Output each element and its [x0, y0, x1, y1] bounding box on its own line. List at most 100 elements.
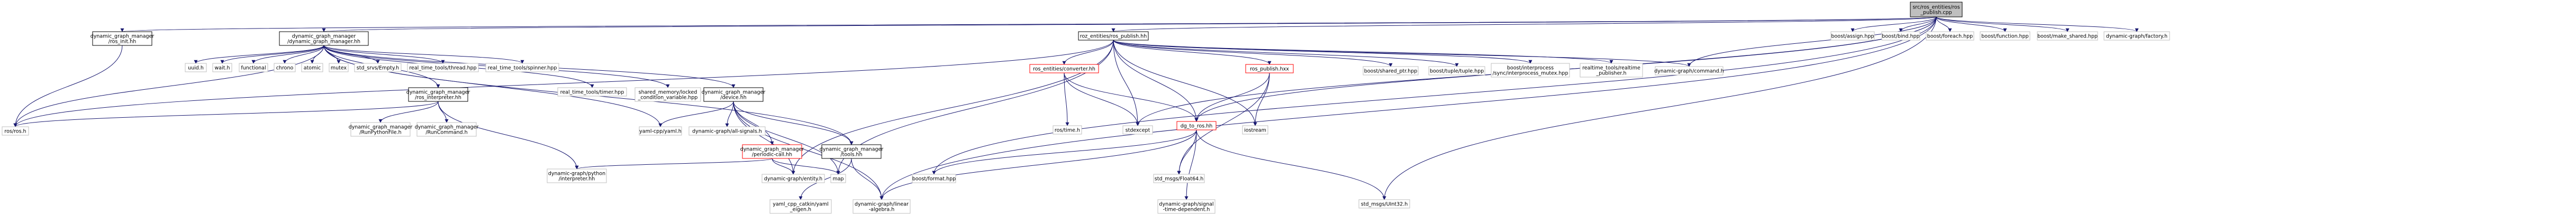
- graph-node-boost_shared_ptr: boost/shared_ptr.hpp: [1363, 66, 1419, 76]
- graph-node-ros_interpreter_hh[interactable]: dynamic_graph_manager/ros_interpreter.hh: [406, 87, 470, 102]
- include-edge: [1113, 40, 1613, 64]
- nodes-layer: src/ros_entities/ros_publish.cpp roz_enti…: [2, 2, 2170, 214]
- node-box: [1157, 199, 1216, 214]
- include-edge: [851, 158, 884, 200]
- node-box: [852, 199, 911, 214]
- node-box: [1363, 66, 1419, 76]
- include-edge: [733, 101, 840, 175]
- node-box: [1655, 66, 1724, 76]
- include-edge: [1936, 16, 2070, 32]
- node-label-line: iostream: [1244, 128, 1266, 134]
- node-label-line: dynamic_graph_manager: [820, 147, 884, 153]
- graph-node-dg_command: dynamic-graph/command.h: [1654, 66, 1724, 76]
- node-box: [354, 63, 402, 72]
- edge-ros_publish_cpp-to-ros_init_hh: [121, 16, 1937, 32]
- include-edge: [932, 129, 1197, 175]
- graph-node-ros_publish_hh[interactable]: roz_entities/ros_publish.hh: [1078, 31, 1149, 41]
- graph-node-wait_h: wait.h: [212, 63, 232, 72]
- node-box: [1910, 2, 1963, 17]
- include-edge: [283, 45, 324, 64]
- node-box: [350, 122, 411, 137]
- graph-node-signal_time_dependent: dynamic-graph/signal-time-dependent.h: [1157, 199, 1216, 214]
- node-label-line: stdexcept: [1126, 128, 1150, 134]
- include-edge: [13, 101, 439, 127]
- node-label-line: /tools.hh: [840, 152, 862, 158]
- edge-device_hh-to-linear_algebra: [733, 101, 884, 200]
- node-label-line: /device.hh: [720, 95, 746, 101]
- edge-ros_hh-to-iostream: [1253, 72, 1270, 126]
- include-edge: [323, 45, 524, 64]
- graph-node-rt_spinner: real_time_tools/spinner.hpp: [485, 63, 559, 72]
- graph-node-ros_publish_cpp[interactable]: src/ros_entities/ros_publish.cpp: [1910, 2, 1963, 17]
- node-label-line: shared_memory/locked: [639, 90, 697, 96]
- node-box: [239, 63, 268, 72]
- edge-ros_publish_hh-to-boost_interprocess: [1113, 40, 1532, 64]
- include-edge: [1196, 129, 1386, 200]
- node-label-line: _publisher.h: [1596, 71, 1627, 77]
- include-edge: [733, 101, 884, 200]
- include-edge: [1936, 16, 2139, 32]
- edge-dgm_hh-to-atomic: [310, 45, 324, 64]
- node-label-line: /periodic-call.hh: [752, 152, 792, 158]
- node-label-line: yaml-cpp/yaml.h: [639, 129, 682, 135]
- node-box: [329, 63, 349, 72]
- graph-node-device_hh[interactable]: dynamic_graph_manager/device.hh: [702, 87, 766, 102]
- node-box: [639, 126, 682, 136]
- edge-ros_publish_hh-to-stdexcept: [1113, 40, 1140, 126]
- node-box: [1491, 63, 1570, 78]
- node-label-line: dynamic-graph/python: [548, 171, 605, 177]
- edge-device_hh-to-entity_h: [733, 101, 795, 175]
- graph-node-periodic_call_hh[interactable]: dynamic_graph_manager/periodic-call.hh: [740, 144, 804, 159]
- edge-ros_interpreter_hh-to-ros_h: [13, 101, 439, 127]
- include-edge: [1194, 72, 1270, 122]
- graph-node-ros_init_hh[interactable]: dynamic_graph_manager/ros_init.hh: [90, 31, 155, 46]
- node-label-line: /RunPythonFile.h: [359, 130, 401, 136]
- graph-node-entity_h: dynamic-graph/entity.h: [761, 174, 825, 183]
- graph-node-tools_hh[interactable]: dynamic_graph_manager/tools.hh: [820, 144, 884, 159]
- graph-node-converter_hh[interactable]: ros_entities/converter.hh: [1029, 64, 1099, 73]
- include-edge: [438, 101, 449, 123]
- edge-tools_hh-to-yaml_eigen: [799, 158, 852, 200]
- graph-node-boost_foreach: boost/foreach.hpp: [1926, 31, 1974, 41]
- include-edge: [879, 129, 1197, 200]
- node-box: [1242, 125, 1268, 135]
- node-label-line: src/ros_entities/ros: [1912, 5, 1960, 11]
- node-label-line: ros/ros.h: [4, 129, 26, 135]
- node-label-line: boost/bind.hpp: [1882, 34, 1919, 40]
- node-label-line: dynamic_graph_manager: [90, 34, 155, 40]
- edge-ros_publish_cpp-to-dg_factory: [1936, 16, 2139, 32]
- node-label-line: wait.h: [215, 65, 230, 71]
- node-box: [1580, 63, 1643, 78]
- graph-node-run_command: dynamic_graph_manager/RunCommand.h: [415, 122, 479, 137]
- include-edge: [1382, 16, 1937, 200]
- node-label-line: dynamic-graph/signal: [1159, 202, 1213, 208]
- node-label-line: _publish.cpp: [1920, 10, 1952, 16]
- graph-node-ros_hh[interactable]: ros_publish.hxx: [1245, 64, 1294, 73]
- node-box: [703, 87, 764, 102]
- edge-ros_publish_hh-to-dg_to_ros_hh: [1113, 40, 1199, 122]
- node-box: [1029, 64, 1099, 73]
- include-edge: [1113, 40, 1393, 67]
- node-box: [301, 63, 323, 72]
- node-label-line: functional: [241, 65, 266, 71]
- node-label-line: ros_publish.hxx: [1250, 67, 1289, 72]
- include-edge: [733, 101, 854, 145]
- node-label-line: dynamic_graph_manager: [415, 125, 479, 130]
- node-label-line: atomic: [304, 65, 321, 71]
- include-edge: [13, 40, 1114, 127]
- node-label-line: /interpreter.hh: [559, 176, 595, 182]
- graph-node-dgm_hh[interactable]: dynamic_graph_manager/dynamic_graph_mana…: [279, 31, 369, 46]
- include-edge: [1184, 129, 1197, 200]
- node-box: [821, 144, 882, 159]
- node-box: [2037, 31, 2098, 41]
- graph-node-boost_bind: boost/bind.hpp: [1881, 31, 1920, 41]
- include-edge: [725, 101, 734, 127]
- node-label-line: /sync/interprocess_mutex.hpp: [1492, 71, 1568, 77]
- node-box: [1358, 199, 1410, 209]
- edge-ros_publish_cpp-to-dg_command: [1687, 16, 1937, 67]
- node-box: [557, 87, 627, 97]
- node-label-line: dynamic-graph/command.h: [1654, 69, 1724, 74]
- node-label-line: real_time_tools/spinner.hpp: [488, 65, 557, 71]
- graph-node-dg_to_ros_hh[interactable]: dg_to_ros.hh: [1176, 121, 1217, 130]
- node-label-line: dynamic_graph_manager: [702, 90, 766, 96]
